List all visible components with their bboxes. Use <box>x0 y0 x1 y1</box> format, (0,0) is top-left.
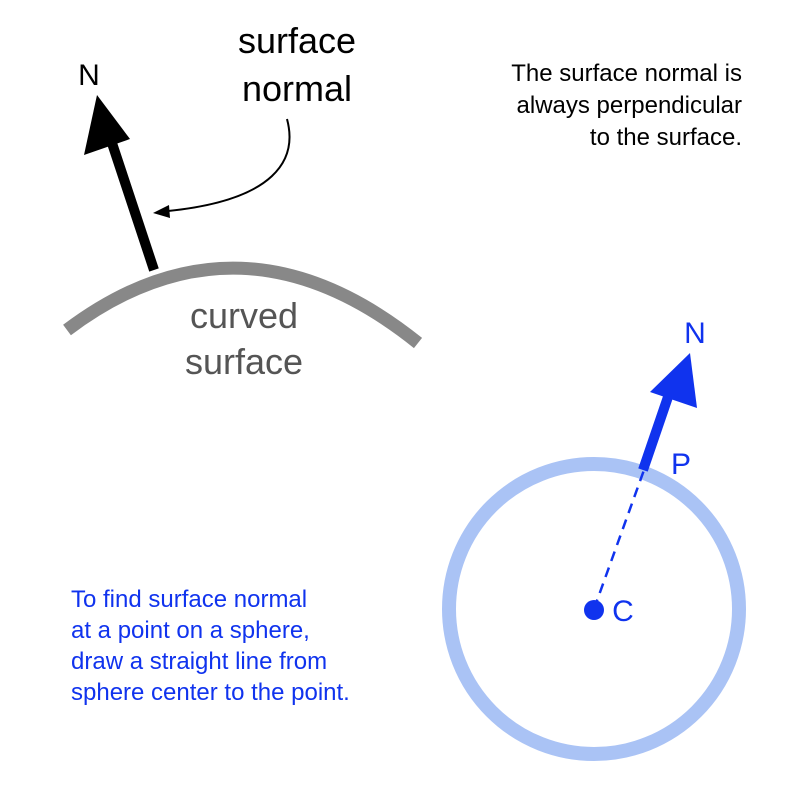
curved-surface-arc <box>63 261 423 349</box>
sphere-normal-label-n: N <box>684 317 706 350</box>
curved-surface-label-line2: surface <box>185 341 303 382</box>
note-top-line: to the surface. <box>589 124 742 151</box>
surface-normal-pointer-arrow <box>167 118 291 212</box>
note-top-line: The surface normal is <box>511 60 742 87</box>
perpendicular-note: The surface normal is always perpendicul… <box>511 58 742 154</box>
surface-normal-arrow-shaft <box>102 126 159 272</box>
note-bottom-line: at a point on a sphere, <box>71 617 310 644</box>
sphere-normal-arrow-head <box>650 353 697 408</box>
note-bottom-line: draw a straight line from <box>71 648 328 675</box>
radius-dashed-line <box>592 469 646 610</box>
note-bottom-line: To find surface normal <box>71 586 308 613</box>
curved-surface-label-line1: curved <box>190 295 298 336</box>
center-label-c: C <box>612 595 634 628</box>
sphere-outline <box>442 457 746 761</box>
surface-normal-arrow-head <box>84 95 130 155</box>
point-label-p: P <box>671 448 691 481</box>
note-bottom-line: sphere center to the point. <box>71 679 350 706</box>
sphere-normal-instruction-note: To find surface normal at a point on a s… <box>71 584 350 708</box>
surface-normal-pointer-arrow-head <box>153 205 170 218</box>
sphere-normal-arrow-shaft <box>638 392 674 472</box>
note-top-line: always perpendicular <box>516 92 742 119</box>
surface-normal-label-line1: surface <box>238 20 356 61</box>
surface-normal-label-line2: normal <box>242 68 352 109</box>
sphere-center-point <box>584 600 604 620</box>
normal-label-n: N <box>78 59 100 92</box>
